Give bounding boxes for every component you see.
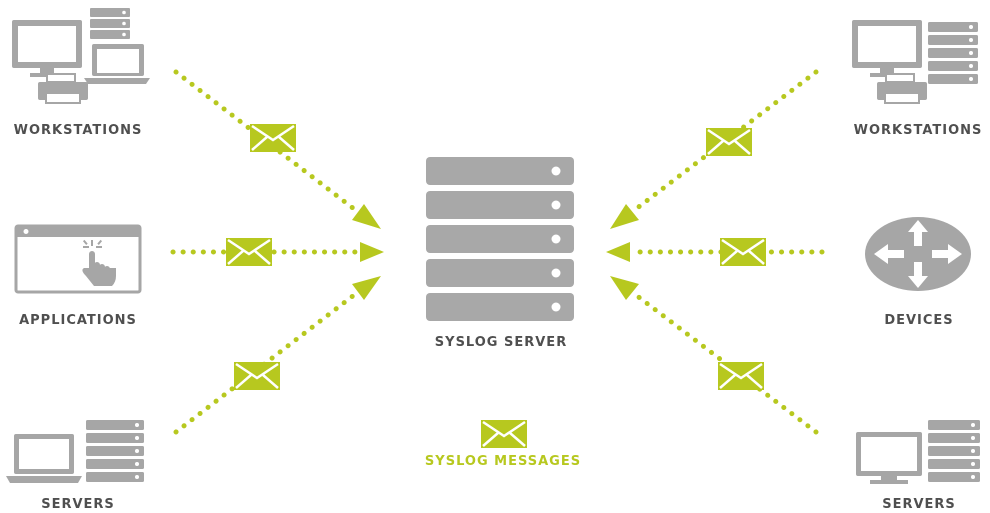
left-applications-label: APPLICATIONS	[19, 313, 137, 328]
workstations-icon	[12, 8, 150, 104]
arrow-left-top	[173, 69, 361, 215]
left-workstations-label: WORKSTATIONS	[13, 123, 143, 138]
router-icon	[865, 217, 971, 291]
envelope-icon	[226, 238, 272, 266]
legend-envelope-icon	[481, 420, 527, 448]
arrowhead-left-bottom	[352, 276, 381, 300]
syslog-server-label: SYSLOG SERVER	[434, 335, 568, 350]
right-servers-label: SERVERS	[882, 497, 956, 512]
application-window-icon	[14, 224, 142, 294]
servers-icon	[856, 420, 980, 484]
envelope-icon	[250, 124, 296, 152]
workstations-icon	[852, 20, 978, 104]
envelopes	[226, 124, 766, 448]
envelope-icon	[234, 362, 280, 390]
arrowhead-left-middle	[360, 242, 384, 262]
left-servers-label: SERVERS	[41, 497, 115, 512]
right-devices-label: DEVICES	[884, 313, 954, 328]
envelope-icon	[720, 238, 766, 266]
arrow-right-bottom	[629, 289, 819, 435]
syslog-messages-legend-label: SYSLOG MESSAGES	[424, 454, 582, 469]
arrowhead-left-top	[352, 204, 381, 229]
server-rack-icon	[426, 157, 574, 321]
hand-pointer-icon	[82, 239, 116, 286]
arrow-left-bottom	[173, 289, 361, 435]
arrowhead-right-middle	[606, 242, 630, 262]
arrow-right-top	[629, 69, 819, 215]
arrowhead-right-bottom	[610, 276, 639, 300]
arrowhead-right-top	[610, 204, 639, 229]
arrow-heads	[352, 204, 639, 300]
envelope-icon	[718, 362, 764, 390]
servers-icon	[6, 420, 144, 483]
right-workstations-label: WORKSTATIONS	[853, 123, 983, 138]
envelope-icon	[706, 128, 752, 156]
